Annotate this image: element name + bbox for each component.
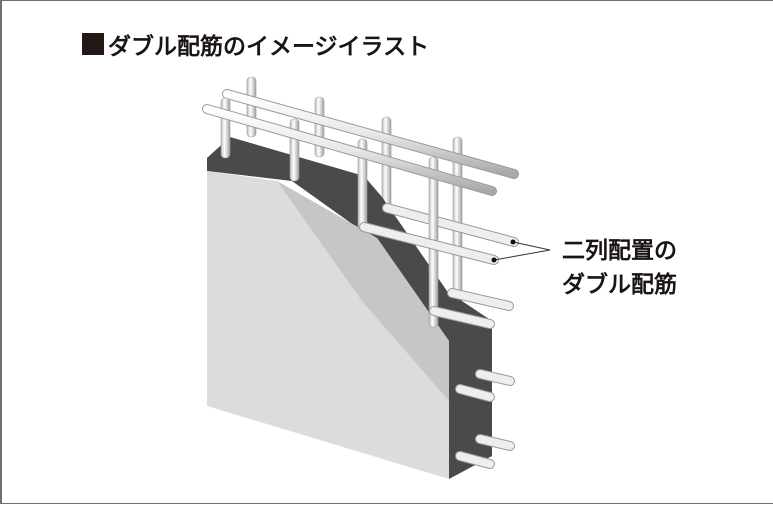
page-title: ダブル配筋のイメージイラスト: [82, 27, 429, 61]
callout-leader-lines: [491, 239, 551, 263]
wall-front-face: [207, 171, 449, 479]
callout-line-1: 二列配置の: [562, 238, 677, 264]
wall-bevel-face: [277, 181, 449, 401]
rear-horizontal-rebars: [222, 89, 519, 451]
callout-label: 二列配置の ダブル配筋: [562, 234, 677, 302]
square-bullet-icon: [82, 33, 104, 55]
front-horizontal-rebars: [202, 104, 499, 469]
title-text: ダブル配筋のイメージイラスト: [108, 34, 430, 60]
callout-line-2: ダブル配筋: [562, 272, 677, 298]
